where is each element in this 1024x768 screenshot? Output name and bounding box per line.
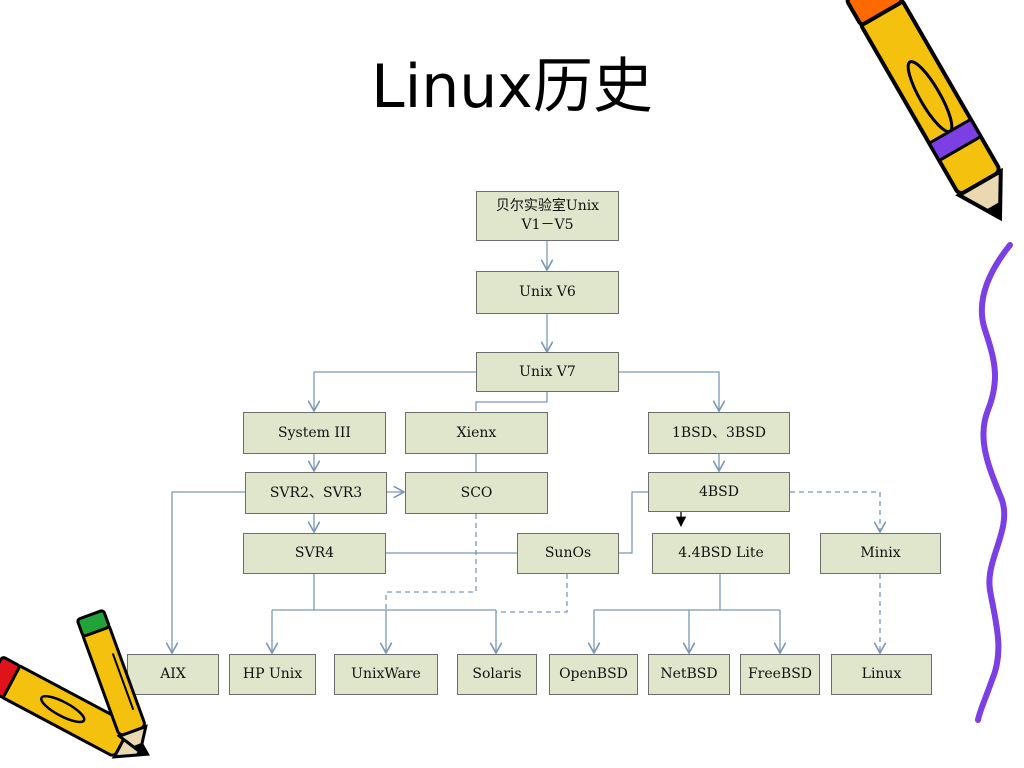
edge-sunos-solaris	[496, 574, 568, 613]
edge-4bsd-minix	[790, 491, 880, 532]
node-solaris: Solaris	[457, 654, 537, 695]
node-bell-labs-line1: 贝尔实验室Unix	[495, 198, 600, 214]
node-hp-unix: HP Unix	[229, 654, 316, 695]
node-unixware: UnixWare	[334, 654, 438, 695]
node-1bsd-3bsd: 1BSD、3BSD	[648, 412, 790, 454]
node-unix-v7: Unix V7	[476, 352, 619, 392]
node-svr2-svr3: SVR2、SVR3	[245, 472, 387, 514]
node-system-iii: System III	[243, 412, 386, 454]
node-4-4bsd-lite: 4.4BSD Lite	[652, 533, 790, 574]
edge-sco-unixware	[385, 514, 477, 612]
edge-svr2-aix	[172, 491, 245, 653]
edge-v7-xienx	[475, 392, 548, 411]
node-bell-labs-unix: 贝尔实验室Unix V1－V5	[476, 191, 619, 241]
node-linux: Linux	[831, 654, 932, 695]
node-4bsd: 4BSD	[648, 472, 790, 512]
edge-4bsd-sunos	[619, 491, 649, 554]
edge-v7-1bsd	[619, 371, 719, 411]
node-svr4: SVR4	[243, 533, 386, 574]
node-xienx: Xienx	[405, 412, 548, 454]
node-netbsd: NetBSD	[648, 654, 730, 695]
edge-v7-system3	[314, 371, 476, 411]
node-aix: AIX	[127, 654, 219, 695]
slide-title: Linux历史	[371, 52, 653, 122]
node-freebsd: FreeBSD	[740, 654, 820, 695]
node-minix: Minix	[820, 533, 941, 574]
node-openbsd: OpenBSD	[549, 654, 638, 695]
node-sco: SCO	[405, 472, 548, 514]
node-bell-labs-line2: V1－V5	[521, 217, 574, 233]
node-unix-v6: Unix V6	[476, 271, 619, 314]
node-sunos: SunOs	[517, 533, 619, 574]
